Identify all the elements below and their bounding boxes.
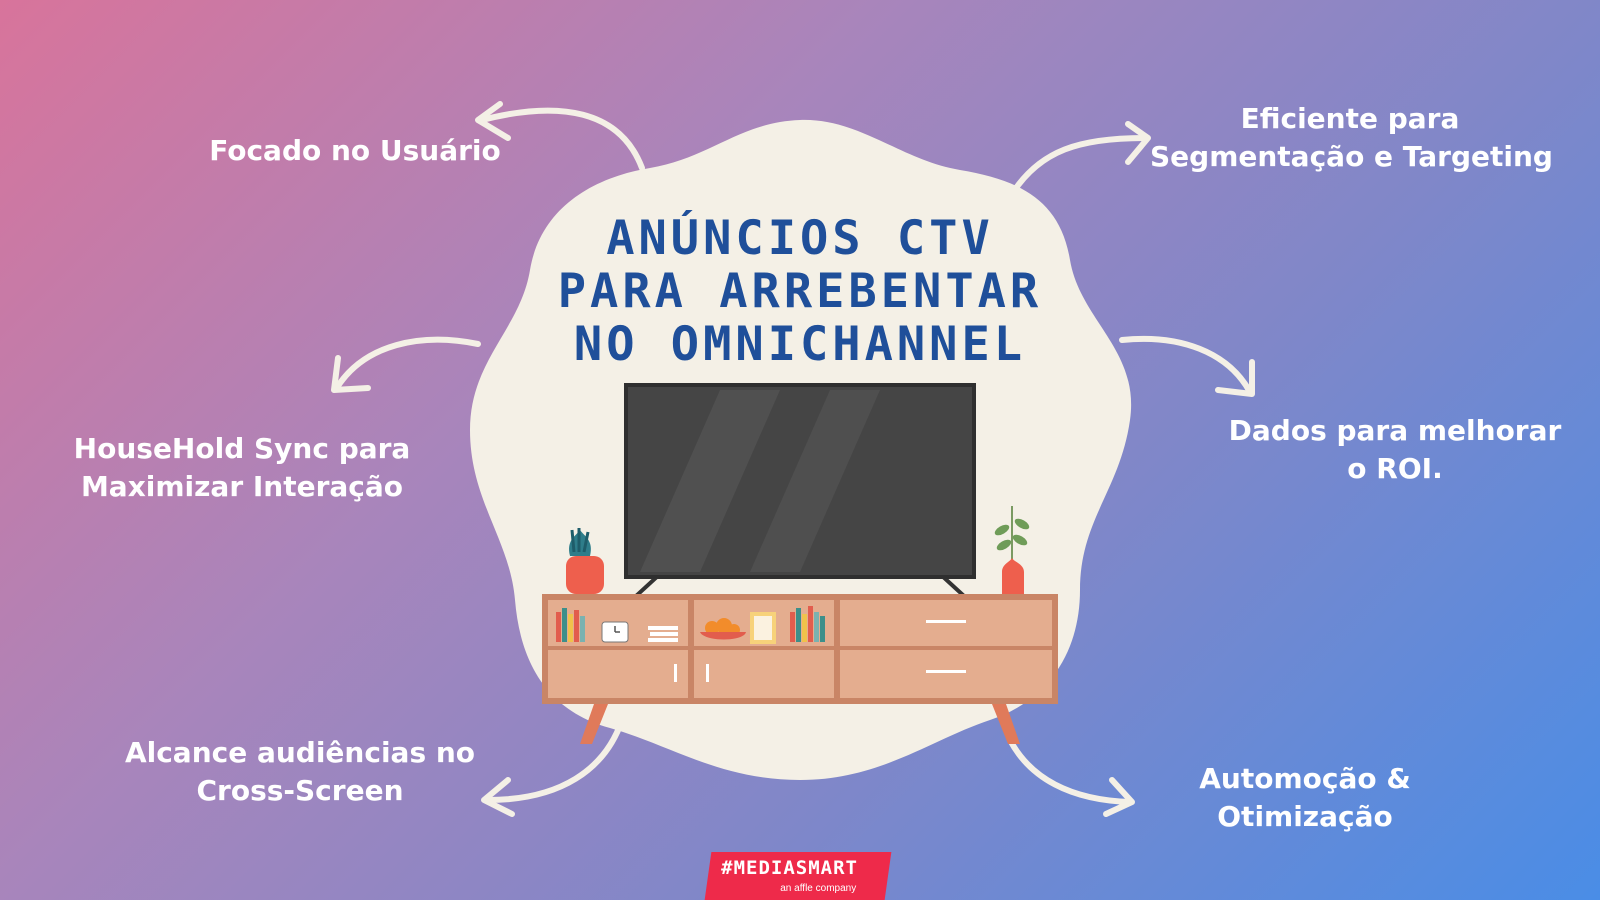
arrow-dados xyxy=(1119,335,1253,395)
feature-automocao-line-2: Otimização xyxy=(1217,800,1393,833)
vase-left xyxy=(566,528,604,594)
arrow-automocao xyxy=(1007,737,1133,805)
arrow-alcance-head xyxy=(481,777,515,817)
vase-right xyxy=(994,506,1030,594)
tv xyxy=(624,383,976,598)
feature-eficiente-line-2: Segmentação e Targeting xyxy=(1150,140,1553,173)
feature-eficiente-line-1: Eficiente para xyxy=(1240,102,1460,135)
feature-dados-line-1: Dados para melhorar xyxy=(1228,414,1562,447)
feature-alcance-line-1: Alcance audiências no xyxy=(124,736,476,769)
arrow-household-head xyxy=(331,355,371,393)
title-line-1: ANÚNCIOS CTV xyxy=(606,211,994,266)
feature-household-line-2: Maximizar Interação xyxy=(80,470,404,503)
feature-alcance-line-2: Cross-Screen xyxy=(196,774,404,807)
feature-automocao-line-1: Automoção & xyxy=(1199,762,1411,795)
feature-dados: Dados para melhorar o ROI. xyxy=(1220,412,1570,488)
arrow-household xyxy=(335,336,481,389)
arrow-automocao-head xyxy=(1103,777,1135,817)
arrow-eficiente xyxy=(1009,135,1148,197)
arrow-alcance xyxy=(485,717,625,803)
logo-tagline: an affle company xyxy=(780,883,857,894)
feature-alcance: Alcance audiências no Cross-Screen xyxy=(120,734,480,810)
title-line-3: NO OMNICHANNEL xyxy=(573,317,1027,372)
feature-household-line-1: HouseHold Sync para xyxy=(73,432,411,465)
feature-household: HouseHold Sync para Maximizar Interação xyxy=(62,430,422,506)
logo-brand: #MEDIASMART xyxy=(721,857,858,879)
title-line-2: PARA ARREBENTAR xyxy=(557,264,1043,319)
mediasmart-logo: #MEDIASMART an affle company xyxy=(704,852,892,900)
tv-cabinet xyxy=(542,594,1058,744)
feature-focado-line-1: Focado no Usuário xyxy=(209,134,501,167)
arrow-focado-head xyxy=(475,101,511,141)
feature-focado: Focado no Usuário xyxy=(200,132,510,170)
feature-automocao: Automoção & Otimização xyxy=(1170,760,1440,836)
feature-dados-line-2: o ROI. xyxy=(1347,452,1443,485)
arrow-focado xyxy=(479,107,645,171)
main-title: ANÚNCIOS CTV PARA ARREBENTAR NO OMNICHAN… xyxy=(540,212,1060,371)
feature-eficiente: Eficiente para Segmentação e Targeting xyxy=(1150,100,1553,176)
arrow-eficiente-head xyxy=(1125,121,1151,165)
arrow-dados-head xyxy=(1215,359,1255,397)
